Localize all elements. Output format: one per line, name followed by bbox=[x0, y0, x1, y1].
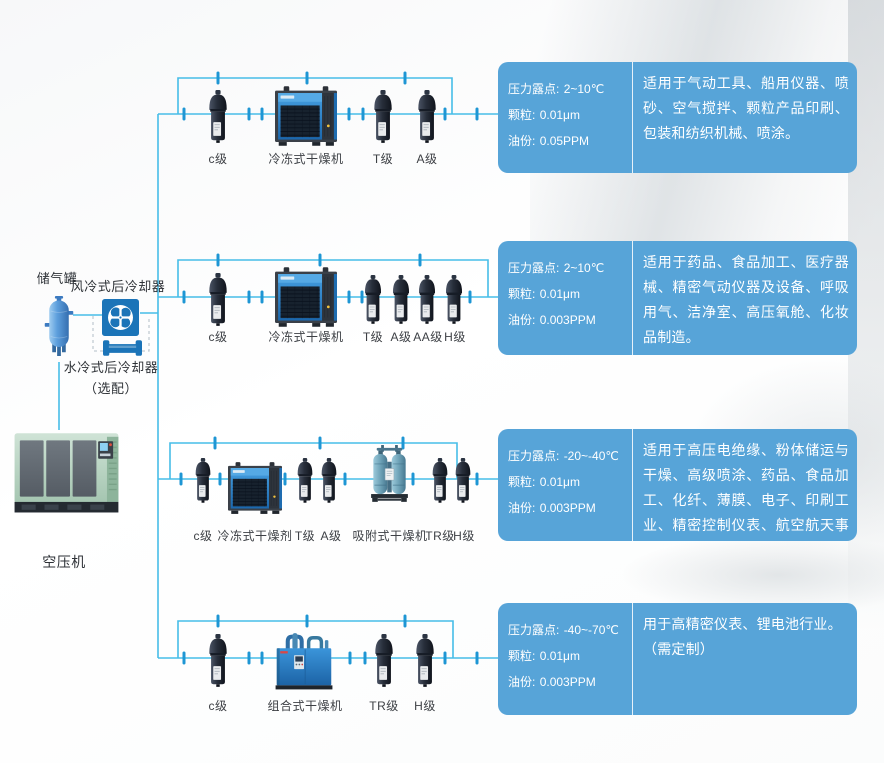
panel-divider bbox=[632, 603, 633, 715]
row2-bypass-pipe bbox=[177, 259, 489, 297]
application-text: 适用于高压电绝缘、粉体储运与干燥、高级喷涂、药品、食品加工、化纤、薄膜、电子、印… bbox=[643, 442, 849, 533]
water-cooled-aftercooler-label: 水冷式后冷却器 bbox=[63, 360, 159, 375]
air-cooled-aftercooler fan-icon bbox=[102, 299, 139, 336]
filter-row4-tr bbox=[374, 633, 394, 688]
filter-row2-a bbox=[392, 274, 410, 325]
info-box-row4: 压力露点: -40~-70℃ 颗粒: 0.01μm 油份: 0.003PPM 用… bbox=[498, 603, 857, 715]
water-cooled-aftercooler bbox=[103, 340, 142, 356]
filter-row2-h bbox=[445, 274, 463, 325]
row3-bypass-pipe bbox=[169, 442, 458, 479]
label-row2-filter-a: A级 bbox=[390, 330, 412, 344]
label-row3-dryer: 冷冻式干燥剂 bbox=[217, 529, 293, 543]
filter-row3-tr bbox=[432, 457, 448, 504]
filter-row4-h bbox=[415, 633, 435, 688]
storage-tank bbox=[44, 295, 74, 357]
label-row2-filter-aa: AA级 bbox=[413, 330, 443, 344]
filter-row1-t bbox=[373, 89, 393, 144]
refrigerated-dryer-row1 bbox=[275, 85, 337, 147]
application-panel-row3: 适用于高压电绝缘、粉体储运与干燥、高级喷涂、药品、食品加工、化纤、薄膜、电子、印… bbox=[633, 429, 857, 541]
label-row4-dryer: 组合式干燥机 bbox=[267, 699, 343, 713]
particle-spec: 颗粒: 0.01μm bbox=[508, 649, 580, 663]
filter-row2-c bbox=[208, 272, 228, 327]
row4-bypass-pipe bbox=[177, 620, 454, 658]
panel-divider bbox=[632, 429, 633, 541]
application-panel-row2: 适用于药品、食品加工、医疗器械、精密气动仪器及设备、呼吸用气、洁净室、高压氧舱、… bbox=[633, 241, 857, 355]
info-box-row1: 压力露点: 2~10℃ 颗粒: 0.01μm 油份: 0.05PPM 适用于气动… bbox=[498, 62, 857, 173]
info-box-row2: 压力露点: 2~10℃ 颗粒: 0.01μm 油份: 0.003PPM 适用于药… bbox=[498, 241, 857, 355]
oil-spec: 油份: 0.05PPM bbox=[508, 134, 590, 148]
optional-note: （选配） bbox=[83, 381, 139, 396]
air-cooled-aftercooler-label: 风冷式后冷却器 bbox=[70, 279, 166, 294]
label-row4-filter-tr: TR级 bbox=[369, 699, 399, 713]
label-row4-filter-h: H级 bbox=[414, 699, 436, 713]
row1-bypass-pipe bbox=[177, 77, 453, 114]
label-row2-filter-c: c级 bbox=[208, 330, 228, 344]
spec-panel-row1: 压力露点: 2~10℃ 颗粒: 0.01μm 油份: 0.05PPM bbox=[498, 62, 632, 173]
label-row1-filter-t: T级 bbox=[372, 152, 394, 166]
label-row3-filter-a: A级 bbox=[320, 529, 342, 543]
valve-ticks bbox=[179, 71, 479, 665]
refrigerated-dryer-row2 bbox=[275, 266, 337, 328]
label-row1-filter-a: A级 bbox=[416, 152, 438, 166]
filter-row4-c bbox=[208, 633, 228, 688]
filter-row1-a bbox=[417, 89, 437, 144]
application-panel-row1: 适用于气动工具、船用仪器、喷砂、空气搅拌、颗粒产品印刷、包装和纺织机械、喷涂。 bbox=[633, 62, 857, 173]
application-text: 适用于药品、食品加工、医疗器械、精密气动仪器及设备、呼吸用气、洁净室、高压氧舱、… bbox=[643, 254, 849, 345]
application-text: 用于高精密仪表、锂电池行业。 （需定制） bbox=[643, 616, 842, 657]
application-text: 适用于气动工具、船用仪器、喷砂、空气搅拌、颗粒产品印刷、包装和纺织机械、喷涂。 bbox=[643, 75, 849, 141]
info-box-row3: 压力露点: -20~-40℃ 颗粒: 0.01μm 油份: 0.003PPM 适… bbox=[498, 429, 857, 541]
filter-row2-aa bbox=[418, 274, 436, 325]
filter-row2-t bbox=[364, 274, 382, 325]
label-row2-filter-h: H级 bbox=[444, 330, 466, 344]
dew-point-spec: 压力露点: -40~-70℃ bbox=[508, 623, 619, 637]
dew-point-spec: 压力露点: -20~-40℃ bbox=[508, 449, 619, 463]
panel-divider bbox=[632, 241, 633, 355]
filter-row3-a bbox=[321, 457, 337, 504]
refrigerated-dryer-row3 bbox=[228, 462, 282, 514]
air-compressor bbox=[13, 432, 120, 514]
filter-row1-c bbox=[208, 89, 228, 144]
label-row1-filter-c: c级 bbox=[208, 152, 228, 166]
label-row2-filter-t: T级 bbox=[362, 330, 384, 344]
filter-row3-h bbox=[455, 457, 471, 504]
label-row3-filter-h: H级 bbox=[453, 529, 475, 543]
oil-spec: 油份: 0.003PPM bbox=[508, 675, 596, 689]
label-row2-dryer: 冷冻式干燥机 bbox=[268, 330, 344, 344]
label-row3-filter-c: c级 bbox=[193, 529, 213, 543]
storage-tank-label: 储气罐 bbox=[36, 271, 78, 286]
label-row3-filter-t: T级 bbox=[294, 529, 316, 543]
adsorption-dryer bbox=[370, 444, 409, 503]
air-compressor-label: 空压机 bbox=[42, 554, 86, 570]
filter-row3-c bbox=[195, 457, 211, 504]
label-row1-dryer: 冷冻式干燥机 bbox=[268, 152, 344, 166]
particle-spec: 颗粒: 0.01μm bbox=[508, 108, 580, 122]
combined-dryer bbox=[276, 633, 333, 689]
label-row4-filter-c: c级 bbox=[208, 699, 228, 713]
dew-point-spec: 压力露点: 2~10℃ bbox=[508, 82, 605, 96]
oil-spec: 油份: 0.003PPM bbox=[508, 313, 596, 327]
spec-panel-row4: 压力露点: -40~-70℃ 颗粒: 0.01μm 油份: 0.003PPM bbox=[498, 603, 632, 715]
filter-row3-t bbox=[297, 457, 313, 504]
application-panel-row4: 用于高精密仪表、锂电池行业。 （需定制） bbox=[633, 603, 857, 715]
spec-panel-row2: 压力露点: 2~10℃ 颗粒: 0.01μm 油份: 0.003PPM bbox=[498, 241, 632, 355]
particle-spec: 颗粒: 0.01μm bbox=[508, 475, 580, 489]
label-row3-filter-tr: TR级 bbox=[425, 529, 455, 543]
spec-panel-row3: 压力露点: -20~-40℃ 颗粒: 0.01μm 油份: 0.003PPM bbox=[498, 429, 632, 541]
oil-spec: 油份: 0.003PPM bbox=[508, 501, 596, 515]
dew-point-spec: 压力露点: 2~10℃ bbox=[508, 261, 605, 275]
particle-spec: 颗粒: 0.01μm bbox=[508, 287, 580, 301]
label-row3-adsorption-dryer: 吸附式干燥机 bbox=[352, 529, 428, 543]
